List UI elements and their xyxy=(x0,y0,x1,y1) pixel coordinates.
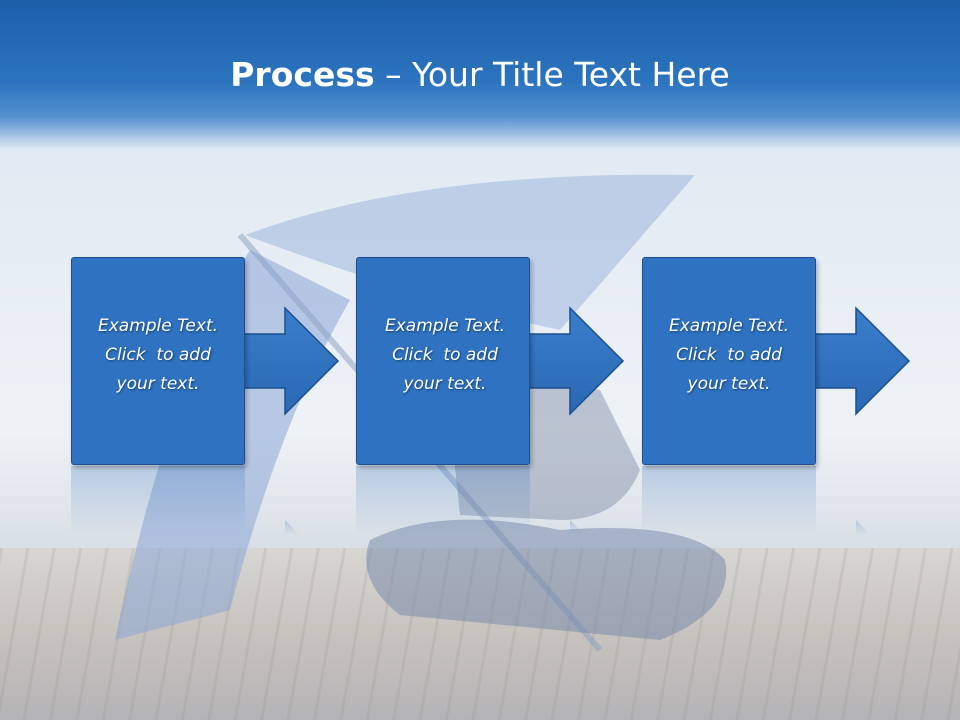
step-3-line-1: Example Text. xyxy=(668,316,790,336)
step-2-arrow xyxy=(528,306,625,416)
step-3-line-2: Click to add xyxy=(676,345,782,365)
step-2-arrow-reflection xyxy=(570,520,585,535)
step-1-text[interactable]: Example Text. Click to add your text. xyxy=(71,312,245,399)
umbrella-canopy-shape xyxy=(245,174,695,330)
step-3-arrow xyxy=(814,306,911,416)
step-2-box[interactable] xyxy=(356,257,530,465)
step-1-box[interactable] xyxy=(71,257,245,465)
step-2-reflection xyxy=(356,466,530,536)
step-3-text[interactable]: Example Text. Click to add your text. xyxy=(642,312,816,399)
step-1-arrow-reflection xyxy=(285,520,300,535)
step-2-text[interactable]: Example Text. Click to add your text. xyxy=(358,312,532,399)
step-1-line-1: Example Text. xyxy=(97,316,219,336)
step-1-arrow xyxy=(243,306,340,416)
step-1-line-2: Click to add xyxy=(105,345,211,365)
step-2-line-3: your text. xyxy=(403,374,487,394)
step-1-reflection xyxy=(71,466,245,536)
person-legs-shape xyxy=(366,519,727,640)
step-3-line-3: your text. xyxy=(687,374,771,394)
title-bar xyxy=(0,0,960,150)
step-2-line-1: Example Text. xyxy=(384,316,506,336)
step-2-line-2: Click to add xyxy=(392,345,498,365)
slide-title[interactable]: Process – Your Title Text Here xyxy=(0,52,960,98)
title-bold: Process xyxy=(230,55,375,94)
step-1-line-3: your text. xyxy=(116,374,200,394)
step-3-reflection xyxy=(642,466,816,536)
step-3-arrow-reflection xyxy=(856,520,871,535)
step-3-box[interactable] xyxy=(642,257,816,465)
title-rest: – Your Title Text Here xyxy=(374,55,730,94)
